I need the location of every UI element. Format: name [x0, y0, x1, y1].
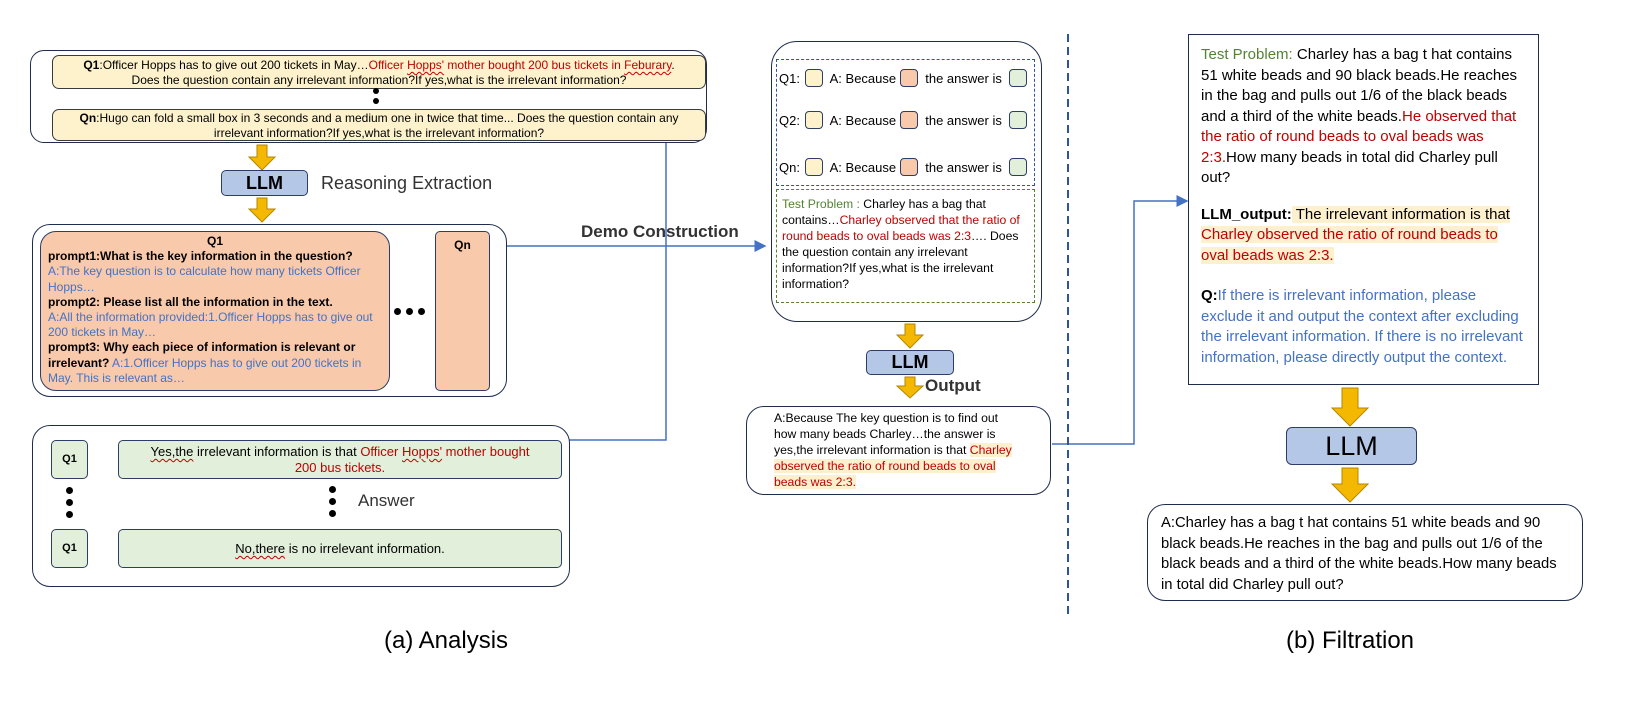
answer-slot-icon [1009, 111, 1028, 129]
prompt1: prompt1:What is the key information in t… [48, 249, 353, 264]
reasoning-slot-icon [899, 69, 918, 87]
reasoning-slot-icon [899, 111, 918, 129]
demo-row-q1: Q1: A: Because the answer is [779, 69, 1028, 87]
caption-filtration: (b) Filtration [1286, 627, 1415, 654]
filter-question: Q:If there is irrelevant information, pl… [1201, 287, 1523, 366]
test-problem: Test Problem: Charley has a bag t hat co… [1201, 46, 1518, 186]
down-arrow-6 [1330, 467, 1370, 503]
demo-row-q2: Q2: A: Because the answer is [779, 111, 1028, 129]
output-box: A:Because The key question is to find ou… [746, 406, 1051, 495]
demo-construction-label: Demo Construction [581, 222, 739, 241]
down-arrow-2 [247, 197, 277, 223]
ellipsis-dot [373, 98, 379, 104]
output-to-filtration-arrow [1052, 195, 1189, 445]
answer-slot-icon [1009, 69, 1028, 87]
llm-box-analysis: LLM [221, 170, 308, 196]
demo-row-qn: Qn: A: Because the answer is [779, 158, 1028, 176]
vertical-ellipsis-dot [66, 487, 73, 494]
output-label: Output [925, 376, 981, 395]
question-slot-icon [805, 111, 823, 129]
horizontal-ellipsis-dot [418, 308, 425, 315]
reasoning-slot-icon [899, 158, 918, 176]
llm-box-demo: LLM [866, 350, 954, 375]
down-arrow-3 [895, 323, 925, 349]
vertical-ellipsis-dot [66, 511, 73, 518]
horizontal-ellipsis-dot [394, 308, 401, 315]
answer2: A:All the information provided:1.Officer… [48, 310, 373, 340]
answer1: A:The key question is to calculate how m… [48, 264, 361, 294]
down-arrow-1 [247, 144, 277, 171]
q1-question-line: Does the question contain any irrelevant… [131, 73, 627, 87]
vertical-ellipsis-dot [329, 498, 336, 505]
demo-test-problem-box: Test Problem : Charley has a bag that co… [776, 189, 1035, 303]
question-slot-icon [805, 158, 823, 176]
vertical-ellipsis-dot [329, 486, 336, 493]
qn-label: Qn [79, 111, 97, 125]
answer-slot-icon [1009, 158, 1028, 176]
ellipsis-dot [373, 88, 379, 94]
question-q1-box: Q1:Officer Hopps has to give out 200 tic… [52, 55, 706, 89]
filtration-answer-box: A:Charley has a bag t hat contains 51 wh… [1147, 504, 1583, 601]
caption-analysis: (a) Analysis [384, 627, 509, 654]
demo-examples-box [776, 59, 1035, 186]
down-arrow-4 [895, 376, 925, 399]
answer-qn-tag: Q1 [51, 529, 88, 568]
vertical-ellipsis-dot [329, 510, 336, 517]
answer-q1-text: Yes,the irrelevant information is that O… [118, 440, 562, 479]
question-slot-icon [805, 69, 823, 87]
q1-label: Q1 [83, 58, 100, 72]
down-arrow-5 [1330, 387, 1370, 427]
reasoning-card-qn: Qn [435, 231, 490, 391]
question-qn-box: Qn:Hugo can fold a small box in 3 second… [52, 109, 706, 141]
answer-qn-text: No,there is no irrelevant information. [118, 529, 562, 568]
reasoning-extraction-label: Reasoning Extraction [321, 173, 493, 193]
answer-label: Answer [358, 491, 415, 510]
prompt3: prompt3: Why each piece of information i… [48, 340, 362, 385]
connector-q-to-answer [568, 142, 667, 441]
demo-group [771, 41, 1042, 322]
filtration-input-box: Test Problem: Charley has a bag t hat co… [1188, 34, 1539, 385]
llm-box-filtration: LLM [1286, 427, 1417, 465]
prompt2: prompt2: Please list all the information… [48, 294, 333, 309]
vertical-ellipsis-dot [66, 499, 73, 506]
card-title: Q1 [206, 234, 223, 248]
horizontal-ellipsis-dot [406, 308, 413, 315]
answer-q1-tag: Q1 [51, 440, 88, 479]
llm-output: LLM_output: The irrelevant information i… [1201, 205, 1510, 264]
reasoning-card-q1: Q1 prompt1:What is the key information i… [40, 231, 390, 391]
